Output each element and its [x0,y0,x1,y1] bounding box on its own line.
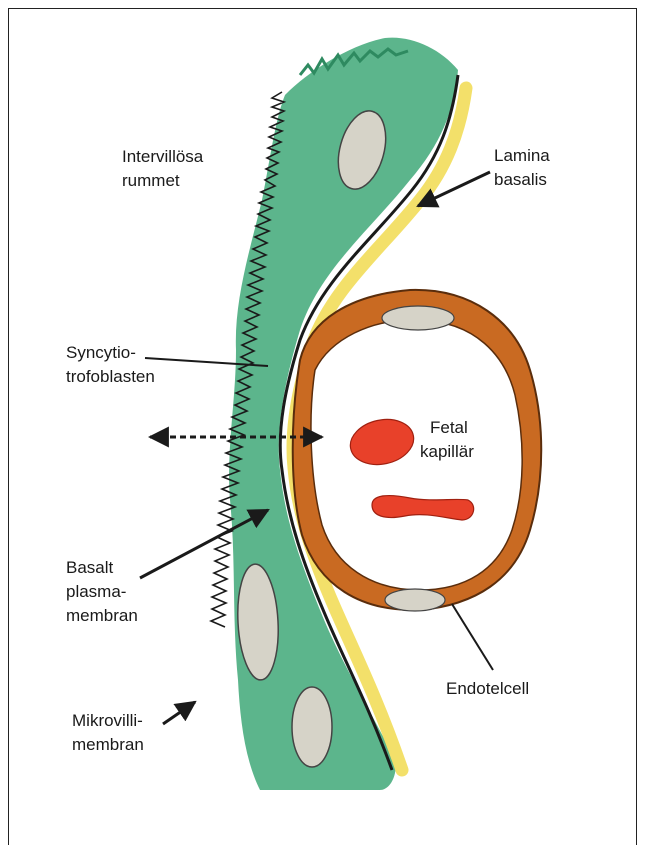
endothelial-nucleus [382,306,454,330]
arrow-microvilli-membrane [163,702,195,724]
label-endothelial-cell: Endotelcell [446,679,529,698]
capillary-lumen [311,320,522,590]
nucleus [292,687,332,767]
label-microvilli-membrane: Mikrovilli- membran [72,711,148,754]
fetal-capillary [293,290,542,611]
label-syncytiotrophoblast: Syncytio- trofoblasten [66,343,155,386]
label-basal-plasma-membrane: Basalt plasma- membran [66,558,138,625]
label-intervillous: Intervillösa rummet [122,147,208,190]
arrow-endothelial-cell [452,604,493,670]
endothelial-nucleus [385,589,445,611]
label-lamina-basalis: Lamina basalis [494,146,555,189]
